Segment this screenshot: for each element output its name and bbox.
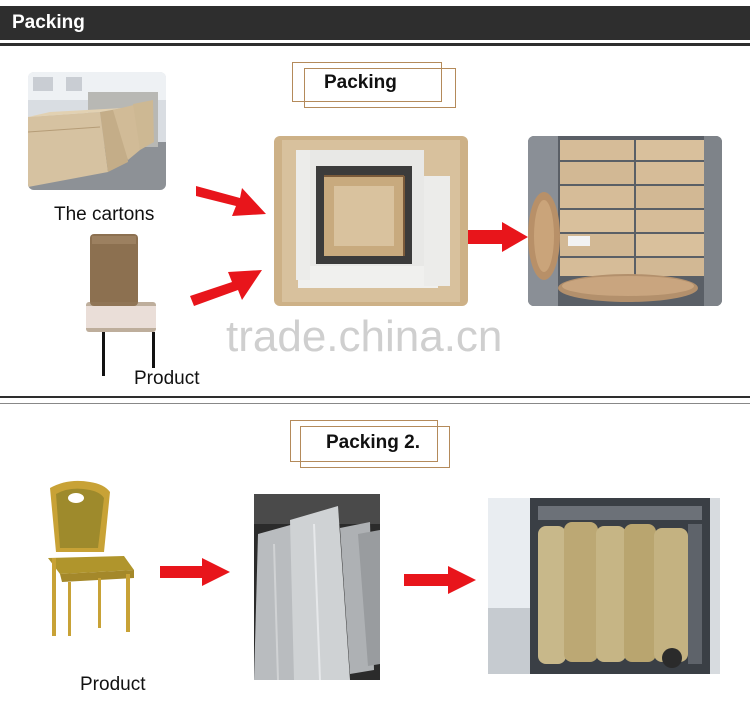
- arrow-icon: [196, 178, 268, 223]
- chair-photo-brown: [82, 228, 172, 378]
- arrow-icon: [404, 566, 476, 599]
- section2-label-text: Packing 2.: [326, 432, 420, 453]
- container-cartons-photo: [528, 136, 722, 306]
- section1-label-text: Packing: [324, 72, 397, 93]
- section-divider-thin: [0, 403, 750, 404]
- section2-label: Packing 2.: [290, 420, 452, 470]
- header-bar: Packing: [0, 6, 750, 40]
- caption-product-2: Product: [80, 674, 146, 695]
- caption-cartons: The cartons: [54, 204, 155, 225]
- arrow-icon: [466, 222, 528, 257]
- header-title: Packing: [12, 12, 85, 33]
- watermark: trade.china.cn: [226, 312, 503, 361]
- caption-product-1: Product: [134, 368, 200, 389]
- arrow-icon: [190, 266, 264, 313]
- arrow-icon: [160, 558, 230, 591]
- section1-label: Packing: [292, 62, 458, 110]
- section-divider: [0, 396, 750, 398]
- header-rule: [0, 43, 750, 46]
- packed-box-photo: [274, 136, 468, 306]
- container-chairs-photo: [488, 498, 720, 674]
- cartons-photo: [28, 72, 166, 190]
- chair-photo-gold: [38, 478, 142, 642]
- wrapped-chairs-photo: [254, 494, 380, 680]
